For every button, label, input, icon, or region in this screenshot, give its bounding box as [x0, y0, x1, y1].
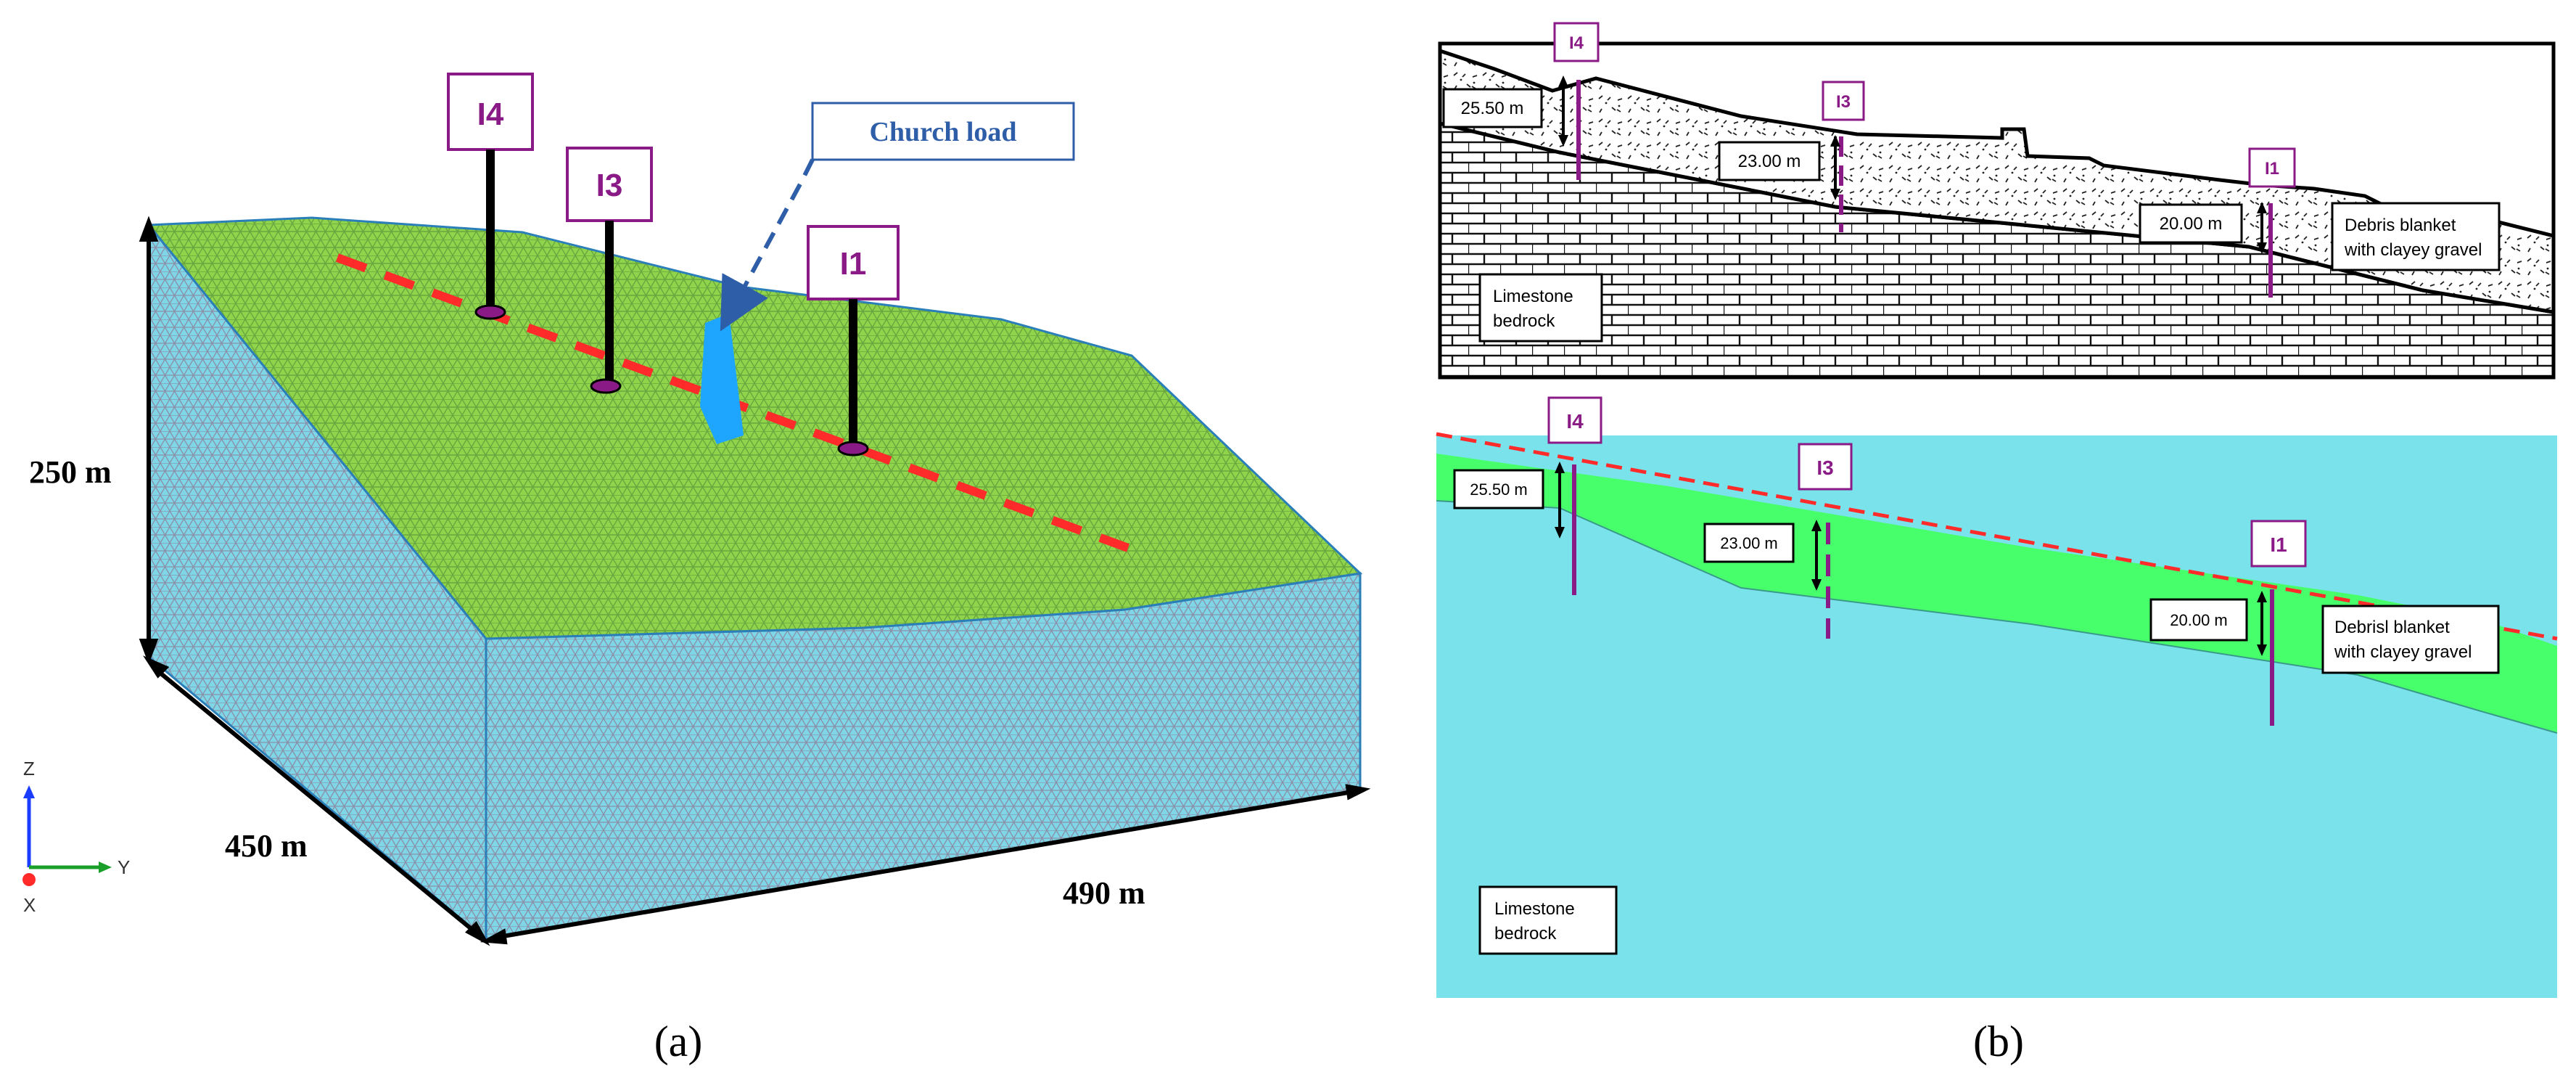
- dim-height-label: 250 m: [29, 454, 112, 490]
- bottom-i3-depth: 23.00 m: [1720, 534, 1778, 552]
- church-callout-arrow: [720, 158, 815, 332]
- bottom-i1-depth: 20.00 m: [2170, 611, 2228, 629]
- inclinometer-i3: I3: [566, 147, 653, 394]
- dimension-lines: [139, 216, 1371, 946]
- bottom-inclinometer-i3: I3 23.00 m: [1703, 443, 1853, 639]
- caption-b: (b): [1973, 1018, 2024, 1065]
- inclinometer-i4-label: I4: [477, 97, 504, 132]
- church-load-block: [700, 314, 744, 444]
- top-bedrock-label-1: Limestone: [1493, 287, 1573, 306]
- inclinometer-i1: I1: [807, 225, 900, 456]
- bottom-bedrock-label-2: bedrock: [1494, 924, 1557, 943]
- bottom-i4-depth: 25.50 m: [1470, 480, 1528, 499]
- bottom-debris-label-2: with clayey gravel: [2334, 642, 2472, 662]
- bottom-i3-label: I3: [1816, 456, 1833, 479]
- panel-b-top-section: I4 25.50 m I3 23.00 m I1: [1438, 22, 2556, 380]
- top-i4-depth: 25.50 m: [1461, 99, 1524, 118]
- axis-x-label: X: [23, 894, 36, 916]
- panel-b-bottom-section: I4 25.50 m I3 23.00 m I1: [1436, 396, 2558, 998]
- bottom-debris-label-1: Debrisl blanket: [2334, 618, 2450, 637]
- top-i1-label: I1: [2265, 159, 2279, 179]
- bottom-i4-label: I4: [1566, 410, 1584, 433]
- top-inclinometer-i3: I3 23.00 m: [1718, 81, 1865, 232]
- top-inclinometer-i4: I4 25.50 m: [1442, 22, 1600, 180]
- top-i3-depth: 23.00 m: [1738, 152, 1801, 171]
- top-debris: [1438, 48, 2556, 314]
- axis-triad: Z Y X: [22, 758, 130, 916]
- inclinometer-i1-label: I1: [840, 246, 867, 282]
- top-bedrock-label-2: bedrock: [1493, 311, 1555, 331]
- top-debris-label-2: with clayey gravel: [2344, 240, 2482, 260]
- top-debris-label-1: Debris blanket: [2345, 216, 2456, 235]
- axis-y-label: Y: [118, 856, 130, 878]
- top-i1-depth: 20.00 m: [2160, 214, 2223, 234]
- axis-z-label: Z: [23, 758, 35, 779]
- inclinometer-i3-label: I3: [596, 168, 623, 203]
- top-i4-label: I4: [1569, 33, 1584, 53]
- bottom-ground-line: [1436, 432, 2558, 641]
- dim-width-label: 450 m: [225, 828, 308, 864]
- caption-a: (a): [654, 1018, 703, 1065]
- bottom-inclinometer-i1: I1 20.00 m: [2149, 520, 2307, 726]
- top-inclinometer-i1: I1 20.00 m: [2139, 147, 2296, 298]
- top-i3-label: I3: [1836, 92, 1851, 112]
- bottom-inclinometer-i4: I4 25.50 m: [1453, 396, 1602, 595]
- church-label-box: [811, 102, 1075, 161]
- inclinometer-i4: I4: [447, 73, 534, 320]
- bottom-i1-label: I1: [2270, 533, 2287, 556]
- dim-length-label: 490 m: [1063, 875, 1145, 911]
- bottom-bedrock-label-1: Limestone: [1494, 899, 1575, 919]
- panel-a-3d-mesh: Church load I4 I3 I1: [22, 73, 1371, 1065]
- mesh-top-surface: [146, 216, 1363, 640]
- church-label: Church load: [869, 117, 1016, 147]
